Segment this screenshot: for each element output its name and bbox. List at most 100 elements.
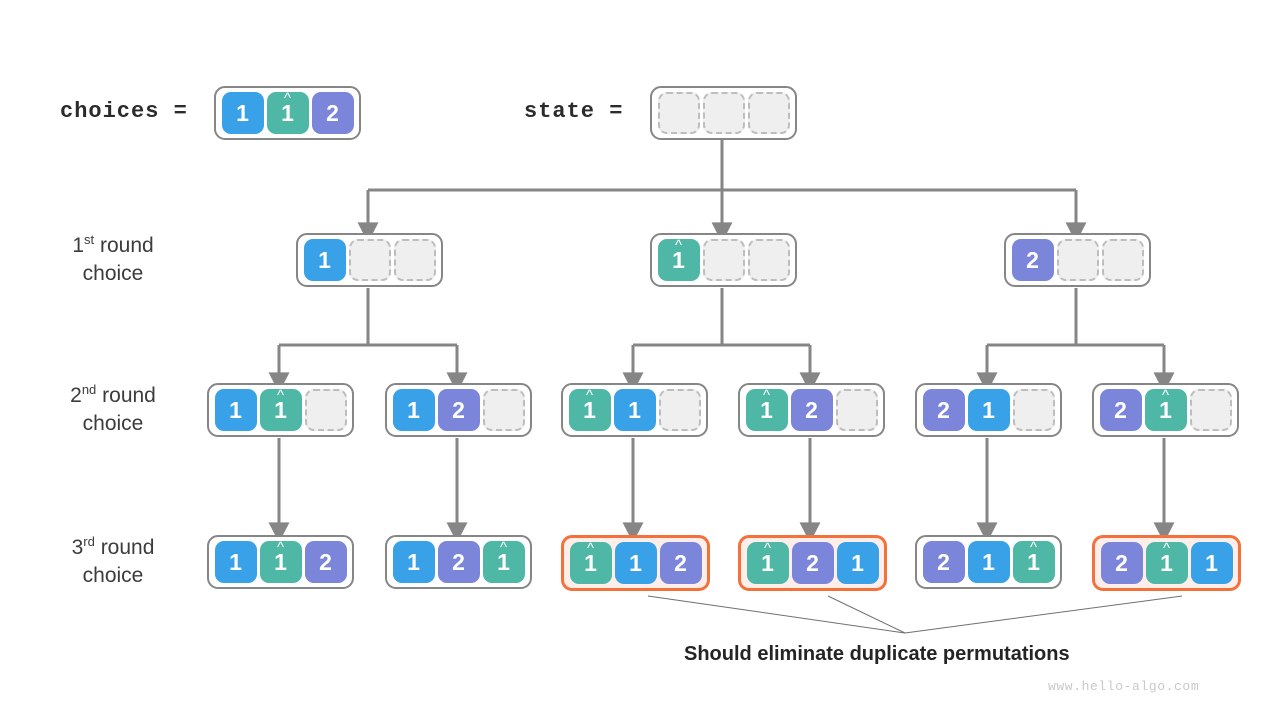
hat-value-glyph: ^1 <box>761 541 774 575</box>
round3-array-1: 1 2 ^1 <box>385 535 532 589</box>
hat-value-glyph: ^1 <box>672 238 685 273</box>
state-array-box-cell-2 <box>747 92 790 134</box>
round2-node-3: ^1 2 <box>738 383 885 437</box>
cell-value: 2 <box>1114 396 1127 423</box>
round3-array-5-cell-0: 2 <box>1100 542 1143 584</box>
round1-array-1-cell-0: ^1 <box>657 238 700 281</box>
row-label-round-3: 3rd round choice <box>28 534 198 589</box>
round1-array-1-cell-2 <box>747 239 790 281</box>
round3-array-1-cell-2: ^1 <box>482 540 525 583</box>
round1-array-1-cell-1 <box>702 239 745 281</box>
hat-value-glyph: ^1 <box>1027 540 1040 574</box>
round2-array-1-cell-1: 2 <box>437 389 480 431</box>
round2-array-5: 2 ^1 <box>1092 383 1239 437</box>
row-3-word: round <box>100 536 155 559</box>
leader-line-leaf-3 <box>827 595 906 634</box>
round3-array-2-cell-2: 2 <box>659 542 702 584</box>
cell-value: 2 <box>805 396 818 423</box>
caret-accent-icon: ^ <box>585 386 594 404</box>
round2-array-0-cell-1: ^1 <box>259 388 302 431</box>
round2-array-3-cell-0: ^1 <box>745 388 788 431</box>
round2-array-5-cell-2 <box>1189 389 1232 431</box>
round2-array-4-cell-0: 2 <box>922 389 965 431</box>
cell-value: 1 <box>407 548 420 575</box>
cell-value: 1 <box>628 396 641 423</box>
choices-array-box-cell-1: ^1 <box>266 91 309 134</box>
choices-label: choices = <box>60 99 188 124</box>
caret-accent-icon: ^ <box>283 89 292 107</box>
round3-array-0-cell-0: 1 <box>214 541 257 583</box>
cell-value: 2 <box>319 548 332 575</box>
hat-value-glyph: ^1 <box>281 91 294 125</box>
cell-value: 2 <box>1026 246 1039 273</box>
round2-array-5-cell-0: 2 <box>1099 389 1142 431</box>
cell-value: 2 <box>937 548 950 575</box>
round2-node-0: 1 ^1 <box>207 383 354 437</box>
row-3-line2: choice <box>82 563 144 587</box>
round3-array-1-cell-1: 2 <box>437 541 480 583</box>
cell-value: 1 <box>236 99 249 126</box>
round1-array-2-cell-2 <box>1101 239 1144 281</box>
round2-array-2-cell-2 <box>658 389 701 431</box>
round2-array-2-cell-0: ^1 <box>568 388 611 431</box>
row-1-ordinal: 1 <box>72 234 84 257</box>
round1-array-0-cell-0: 1 <box>303 239 346 281</box>
state-array-box-cell-0 <box>657 92 700 134</box>
round1-array-0-cell-2 <box>393 239 436 281</box>
cell-value: 1 <box>584 549 597 576</box>
cell-value: 1 <box>583 396 596 423</box>
hat-value-glyph: ^1 <box>1159 388 1172 423</box>
choices-array: 1 ^1 2 <box>214 86 361 140</box>
round1-node-1: ^1 <box>650 233 797 287</box>
row-label-round-2: 2nd round choice <box>28 382 198 437</box>
choices-array-box-cell-2: 2 <box>311 92 354 134</box>
round1-node-2: 2 <box>1004 233 1151 287</box>
round2-array-5-cell-1: ^1 <box>1144 388 1187 431</box>
cell-value: 1 <box>1205 549 1218 576</box>
row-2-line2: choice <box>82 411 144 435</box>
cell-value: 2 <box>937 396 950 423</box>
caret-accent-icon: ^ <box>276 538 285 556</box>
round3-array-4-cell-1: 1 <box>967 541 1010 583</box>
round1-array-2: 2 <box>1004 233 1151 287</box>
hat-value-glyph: ^1 <box>760 388 773 422</box>
cell-value: 2 <box>452 548 465 575</box>
round3-array-5-cell-1: ^1 <box>1145 541 1188 584</box>
cell-value: 2 <box>326 99 339 126</box>
round3-array-0-cell-2: 2 <box>304 541 347 583</box>
cell-value: 1 <box>1160 549 1173 576</box>
leader-line-leaf-5 <box>904 595 1183 634</box>
round2-node-5: 2 ^1 <box>1092 383 1239 437</box>
round3-array-4-cell-0: 2 <box>922 541 965 583</box>
round1-array-2-cell-1 <box>1056 239 1099 281</box>
round2-array-3-cell-1: 2 <box>790 389 833 431</box>
hat-value-glyph: ^1 <box>1160 541 1173 576</box>
round2-array-4-cell-2 <box>1012 389 1055 431</box>
state-array <box>650 86 797 140</box>
cell-value: 2 <box>674 549 687 576</box>
round3-array-3-cell-0: ^1 <box>746 541 789 584</box>
cell-value: 1 <box>1159 396 1172 423</box>
round2-array-0-cell-2 <box>304 389 347 431</box>
cell-value: 1 <box>629 549 642 576</box>
hat-value-glyph: ^1 <box>274 388 287 422</box>
round1-node-0: 1 <box>296 233 443 287</box>
cell-value: 1 <box>229 396 242 423</box>
cell-value: 1 <box>982 396 995 423</box>
cell-value: 2 <box>1115 549 1128 576</box>
hat-value-glyph: ^1 <box>583 388 596 423</box>
cell-value: 1 <box>672 246 685 273</box>
caret-accent-icon: ^ <box>586 539 595 557</box>
caret-accent-icon: ^ <box>763 539 772 557</box>
state-label: state = <box>524 99 624 124</box>
